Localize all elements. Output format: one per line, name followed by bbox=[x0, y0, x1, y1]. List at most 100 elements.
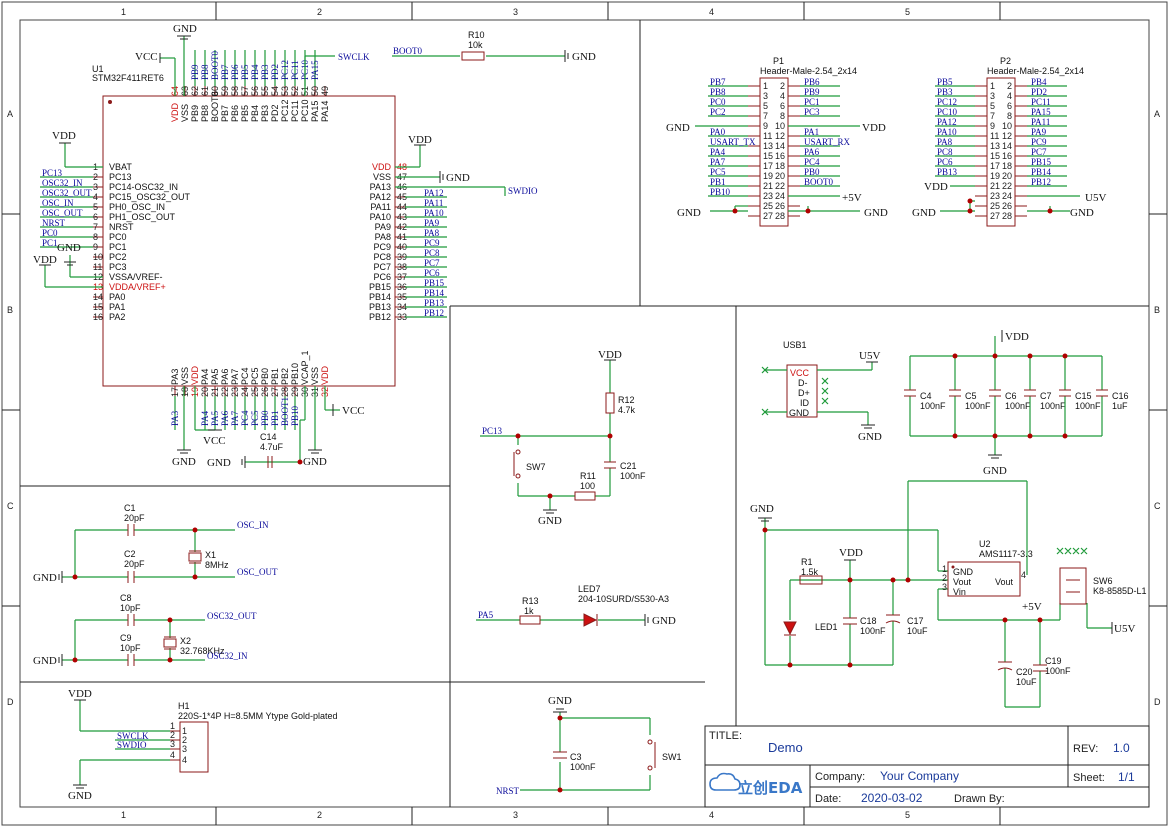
header-pin-num: 9 bbox=[990, 121, 995, 131]
decoupling-caps[interactable]: C4100nFC5100nFC6100nFC7100nFC15100nFC161… bbox=[904, 353, 1129, 439]
header-net: PA4 bbox=[710, 147, 726, 157]
u1-power-wires bbox=[44, 36, 565, 463]
header-pin-num: 3 bbox=[990, 91, 995, 101]
swclk-net: SWCLK bbox=[117, 731, 149, 741]
u1-pin-name: VDD bbox=[170, 102, 180, 122]
u1-right-net: PA11 bbox=[424, 198, 443, 208]
header-pin-num: 6 bbox=[1007, 101, 1012, 111]
u1-pin-num: 40 bbox=[397, 242, 407, 252]
cap-ref: C5 bbox=[965, 391, 977, 401]
rev-value: 1.0 bbox=[1113, 741, 1130, 755]
u1-pin-name: PB14 bbox=[369, 292, 391, 302]
header-net: PC12 bbox=[937, 97, 957, 107]
date-value: 2020-03-02 bbox=[861, 791, 923, 805]
u1-pin-name: PA4 bbox=[200, 369, 210, 385]
section-dividers bbox=[20, 20, 1149, 807]
svg-text:1: 1 bbox=[170, 721, 175, 731]
vdd-label: VDD bbox=[68, 688, 92, 700]
col-label: 2 bbox=[317, 7, 322, 17]
u1-pin-name: PB8 bbox=[200, 105, 210, 122]
gnd-label: GND bbox=[983, 465, 1007, 477]
usb1-connector[interactable]: USB1 VCC D- D+ ID GND bbox=[783, 340, 818, 418]
u1-pin-name: PA8 bbox=[375, 232, 391, 242]
c18-value: 100nF bbox=[860, 626, 886, 636]
u1-pin-name: PB12 bbox=[369, 312, 391, 322]
header-pin-num: 20 bbox=[1002, 171, 1012, 181]
u1-pin-num: 54 bbox=[270, 86, 280, 96]
header-pin-num: 28 bbox=[775, 211, 785, 221]
ldo-parts[interactable] bbox=[783, 567, 1087, 672]
crystal-caps[interactable] bbox=[127, 524, 202, 666]
u1-pin-name: PC11 bbox=[290, 100, 300, 122]
u1-pin-name: PC9 bbox=[373, 242, 391, 252]
header-pin-num: 26 bbox=[775, 201, 785, 211]
gnd-label: GND bbox=[538, 515, 562, 527]
gnd-label: GND bbox=[33, 572, 57, 584]
header-net: PB12 bbox=[1031, 177, 1051, 187]
header-net: PC3 bbox=[804, 107, 820, 117]
u1-pin-name: PH0_OSC_IN bbox=[109, 202, 165, 212]
pc13-junctions bbox=[515, 433, 613, 499]
header-pin-num: 21 bbox=[990, 181, 1000, 191]
u1-pin-name: PC14-OSC32_IN bbox=[109, 182, 178, 192]
u1-pin-num: 44 bbox=[397, 202, 407, 212]
cap-ref: C7 bbox=[1040, 391, 1052, 401]
gnd-symbols bbox=[39, 35, 569, 468]
sheet-label: Sheet: bbox=[1073, 772, 1105, 784]
header-net: PB7 bbox=[710, 77, 726, 87]
cap-value: 100nF bbox=[965, 401, 991, 411]
nrst-parts[interactable] bbox=[553, 739, 656, 771]
cap-ref: C15 bbox=[1075, 391, 1092, 401]
u1-pin-name: PC2 bbox=[109, 252, 127, 262]
osc-wires bbox=[62, 529, 235, 661]
header-net: PA0 bbox=[710, 127, 726, 137]
logo-text: 立创EDA bbox=[738, 779, 803, 797]
cap-value: 1uF bbox=[1112, 401, 1128, 411]
cap-value: 100nF bbox=[920, 401, 946, 411]
header-net: PC5 bbox=[710, 167, 726, 177]
led7-value: 204-10SURD/S530-A3 bbox=[578, 594, 669, 604]
header-net: PC8 bbox=[937, 147, 953, 157]
u2-regulator[interactable]: U2 AMS1117-3.3 GND Vout Vin Vout 12 34 bbox=[942, 539, 1033, 597]
led7-parts[interactable] bbox=[519, 613, 598, 627]
u1-pin-num: 33 bbox=[397, 312, 407, 322]
u2-ref: U2 bbox=[979, 539, 991, 549]
u1-pin-num: 29 bbox=[290, 387, 300, 397]
gnd-label: GND bbox=[750, 503, 774, 515]
u1-top-net: PC12 bbox=[280, 60, 290, 80]
u1-pin-name: PB5 bbox=[240, 105, 250, 122]
r10-resistor[interactable] bbox=[461, 51, 485, 61]
u1-top-net: PB5 bbox=[240, 64, 250, 80]
u1-pin-name: PB10 bbox=[290, 363, 300, 385]
u1-pin-num: 16 bbox=[93, 312, 103, 322]
header-pin-num: 27 bbox=[763, 211, 773, 221]
u1-pin-num: 42 bbox=[397, 222, 407, 232]
u2-pin-vout2: Vout bbox=[995, 577, 1014, 587]
header-net: PB8 bbox=[710, 87, 726, 97]
title-value: Demo bbox=[768, 740, 803, 755]
header-pin-num: 10 bbox=[775, 121, 785, 131]
header-pin-num: 3 bbox=[763, 91, 768, 101]
pc13-parts[interactable] bbox=[513, 392, 616, 501]
usb1-wires bbox=[765, 362, 873, 425]
h1-header[interactable] bbox=[179, 721, 209, 773]
u1-pin-name: VSS bbox=[180, 104, 190, 122]
u1-pin-name: PA2 bbox=[109, 312, 125, 322]
u1-left-net: OSC32_IN bbox=[42, 178, 83, 188]
cap-ref: C6 bbox=[1005, 391, 1017, 401]
c18-ref: C18 bbox=[860, 616, 877, 626]
u1-top-net: PB6 bbox=[230, 64, 240, 80]
u1-right-net: PC9 bbox=[424, 238, 440, 248]
c14-capacitor[interactable] bbox=[267, 456, 273, 468]
header-pin-num: 24 bbox=[1002, 191, 1012, 201]
u1-pin-name: BOOT0 bbox=[210, 91, 220, 122]
u1-pin-name: PC8 bbox=[373, 252, 391, 262]
x1-value: 8MHz bbox=[205, 560, 229, 570]
r12-value: 4.7k bbox=[618, 405, 636, 415]
company-value: Your Company bbox=[880, 769, 959, 783]
row-label: B bbox=[7, 305, 13, 315]
